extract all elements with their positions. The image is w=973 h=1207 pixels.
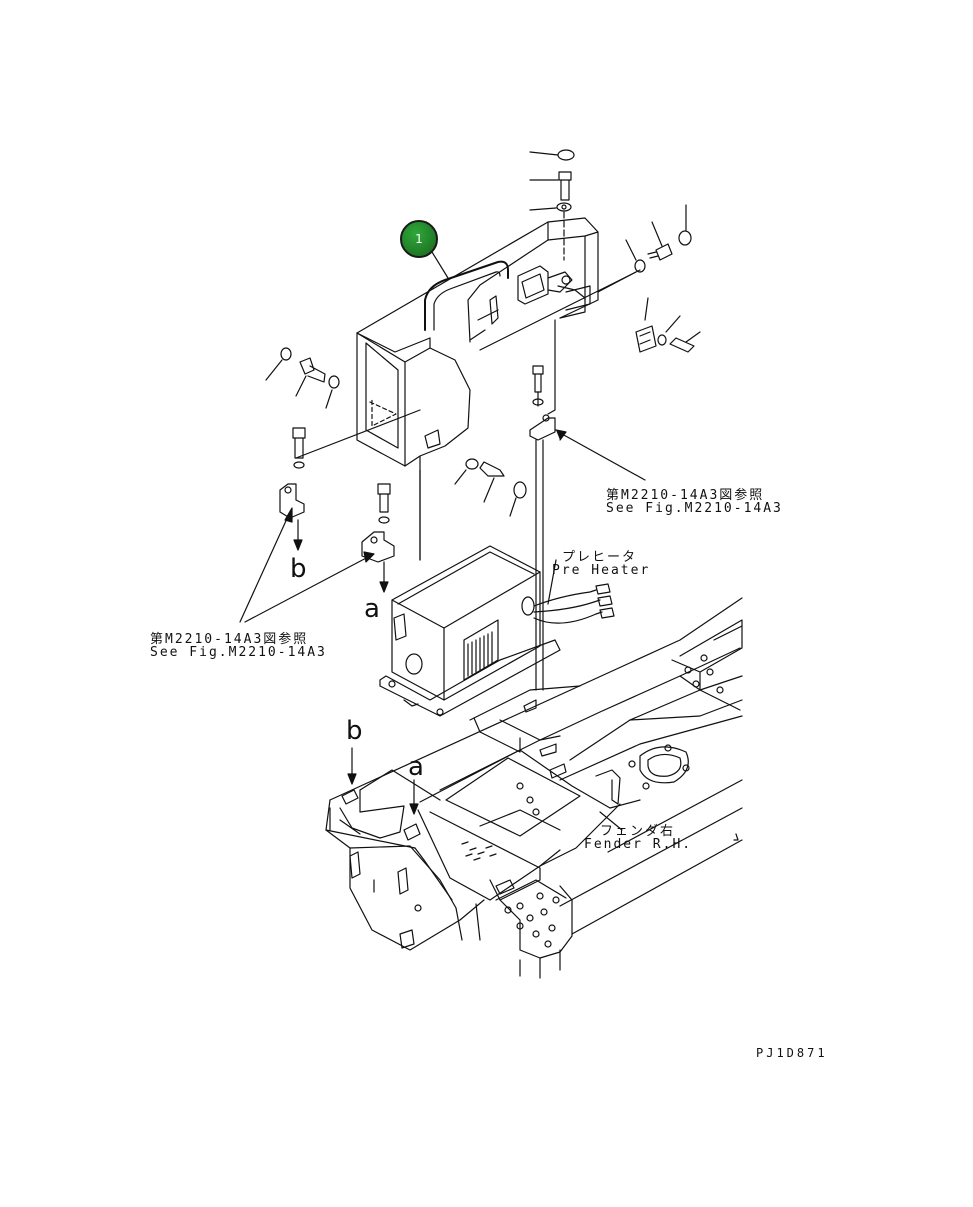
ref-top-right-en: See Fig.M2210-14A3: [606, 501, 783, 516]
arrow-label-b-upper: b: [290, 554, 307, 584]
fender-label-jp: フェンダ右: [600, 824, 676, 839]
arrow-label-b-lower: b: [346, 716, 363, 746]
ref-top-right-jp: 第M2210-14A3図参照: [606, 488, 765, 503]
machine-frame: [325, 597, 743, 979]
pre-heater-label-en: Pre Heater: [552, 563, 651, 578]
ref-left-jp: 第M2210-14A3図参照: [150, 632, 309, 647]
part-callout-1[interactable]: 1: [400, 220, 438, 258]
arrow-label-a-lower: a: [408, 752, 424, 782]
reference-leaders: [239, 429, 646, 623]
drawing-code: PJ1D871: [756, 1046, 828, 1060]
ref-left-en: See Fig.M2210-14A3: [150, 645, 327, 660]
hardware-left: [265, 347, 527, 593]
pre-heater-label-jp: プレヒータ: [562, 550, 638, 565]
heater-cover: [356, 217, 641, 561]
fender-label-en: Fender R.H.: [584, 837, 693, 852]
callout-leader: [431, 251, 449, 279]
hardware-top: [529, 149, 701, 691]
arrow-label-a-upper: a: [364, 594, 380, 624]
pre-heater-unit: [379, 545, 615, 717]
